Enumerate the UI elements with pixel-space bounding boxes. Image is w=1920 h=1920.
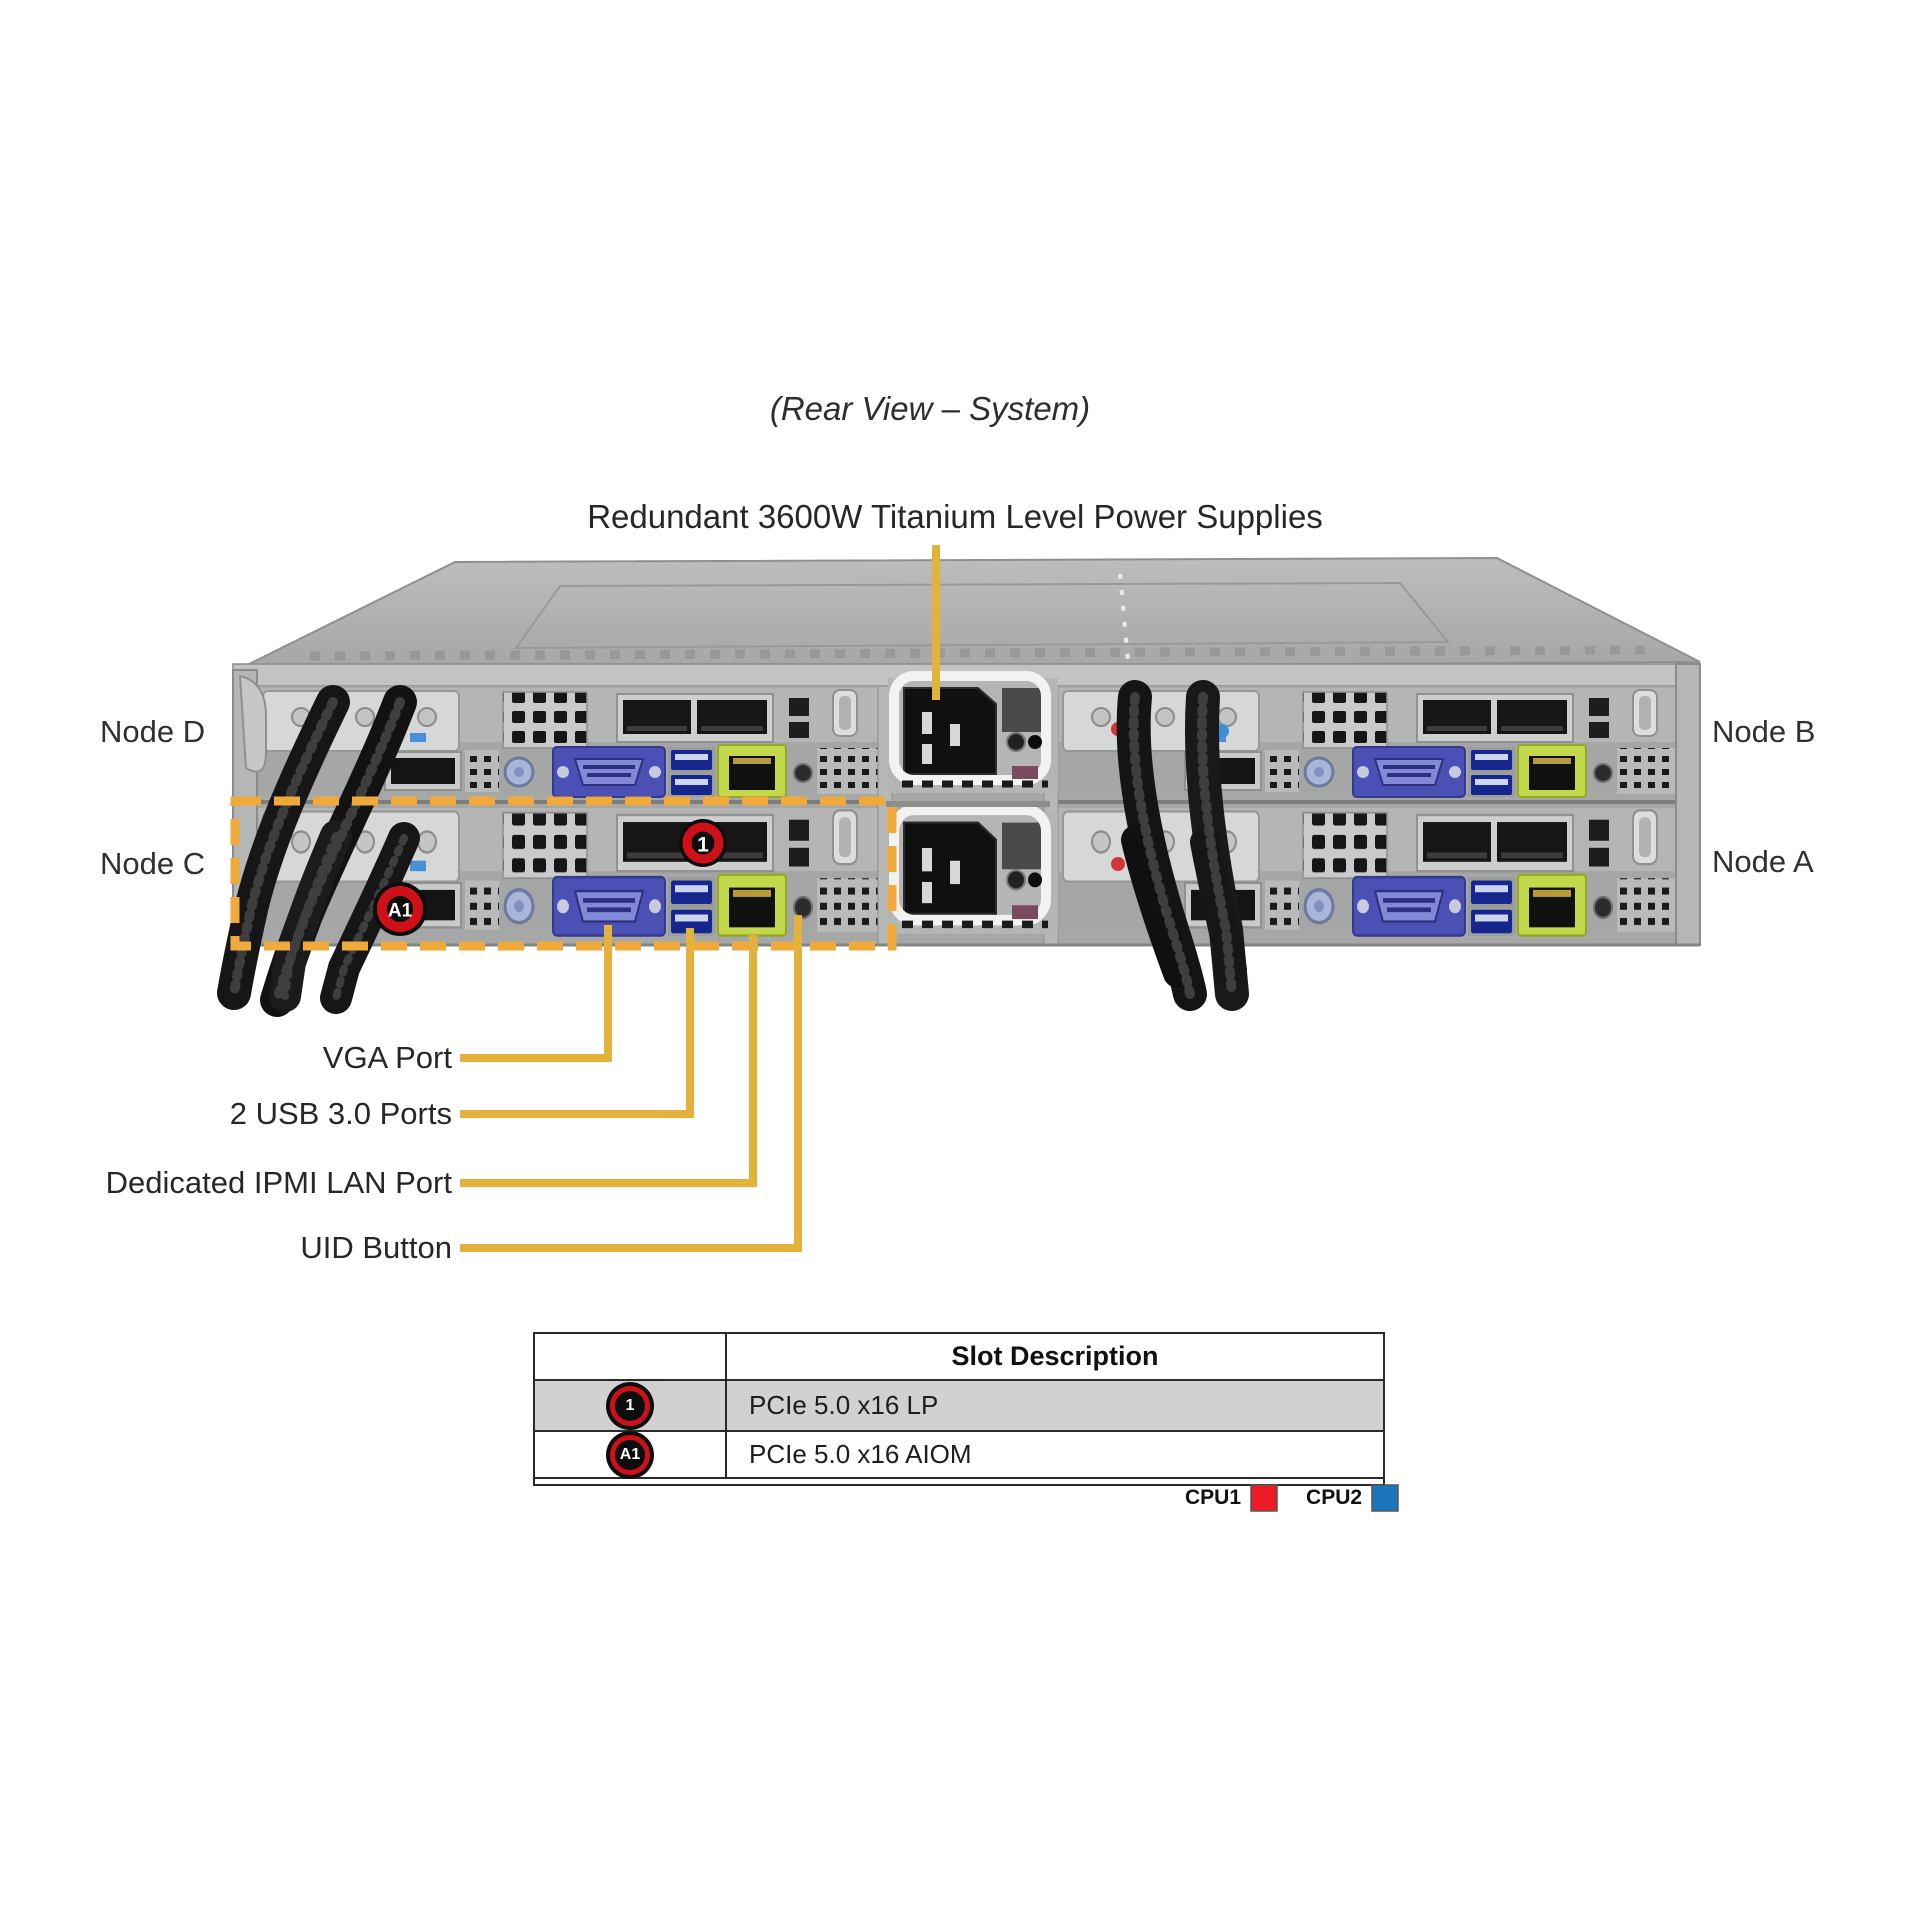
slot1-chassis-badge: 1 <box>679 819 727 867</box>
cpu2-legend-label: CPU2 <box>1306 1486 1363 1509</box>
table-header-row: Slot Description <box>535 1334 1383 1381</box>
cpu-legend: CPU1 CPU2 <box>1185 1484 1399 1512</box>
uid-button-label: UID Button <box>300 1230 452 1265</box>
table-header-badge-cell <box>535 1334 727 1379</box>
slot-description-table: Slot Description 1 PCIe 5.0 x16 LP A1 PC… <box>533 1332 1385 1486</box>
aiom-table-badge: A1 <box>610 1434 650 1475</box>
cpu1-color-swatch <box>1250 1484 1278 1512</box>
svg-text:A1: A1 <box>388 901 413 922</box>
callout-lines <box>460 545 940 1252</box>
slot1-table-badge: 1 <box>610 1385 650 1426</box>
cpu1-legend-label: CPU1 <box>1185 1486 1242 1509</box>
chassis-top-face <box>232 556 1701 687</box>
cooling-cables-left <box>217 685 420 1017</box>
ipmi-callout-line <box>460 935 757 1187</box>
cooling-cables-right <box>1116 680 1249 1011</box>
table-header-title: Slot Description <box>951 1341 1159 1371</box>
left-ear-bracket <box>238 674 267 773</box>
node-c-highlight-box <box>230 796 897 951</box>
diagram-title: (Rear View – System) <box>769 390 1091 427</box>
node-b-label: Node B <box>1712 714 1816 749</box>
node-c-label: Node C <box>100 846 206 881</box>
right-rail <box>1675 663 1701 946</box>
vga-port-label: VGA Port <box>322 1040 452 1075</box>
table-row: A1 PCIe 5.0 x16 AIOM <box>535 1432 1383 1479</box>
node-a-label: Node A <box>1712 844 1814 879</box>
usb-callout-line <box>460 928 694 1118</box>
usb-ports-label: 2 USB 3.0 Ports <box>229 1096 452 1131</box>
table-row: 1 PCIe 5.0 x16 LP <box>535 1381 1383 1432</box>
slot1-description: PCIe 5.0 x16 LP <box>749 1390 939 1420</box>
coolant-red-dot <box>1111 857 1125 871</box>
uid-callout-line <box>460 915 802 1252</box>
ipmi-lan-port-label: Dedicated IPMI LAN Port <box>105 1165 452 1200</box>
aiom-chassis-badge: A1 <box>373 882 427 936</box>
psu-callout-label: Redundant 3600W Titanium Level Power Sup… <box>587 498 1323 535</box>
power-supply-lower <box>888 810 1058 934</box>
node-d-label: Node D <box>100 714 206 749</box>
aiom-description: PCIe 5.0 x16 AIOM <box>749 1439 972 1469</box>
power-supply-upper <box>888 676 1058 793</box>
vga-callout-line <box>460 925 612 1062</box>
cpu2-color-swatch <box>1371 1484 1399 1512</box>
svg-text:1: 1 <box>697 834 709 857</box>
